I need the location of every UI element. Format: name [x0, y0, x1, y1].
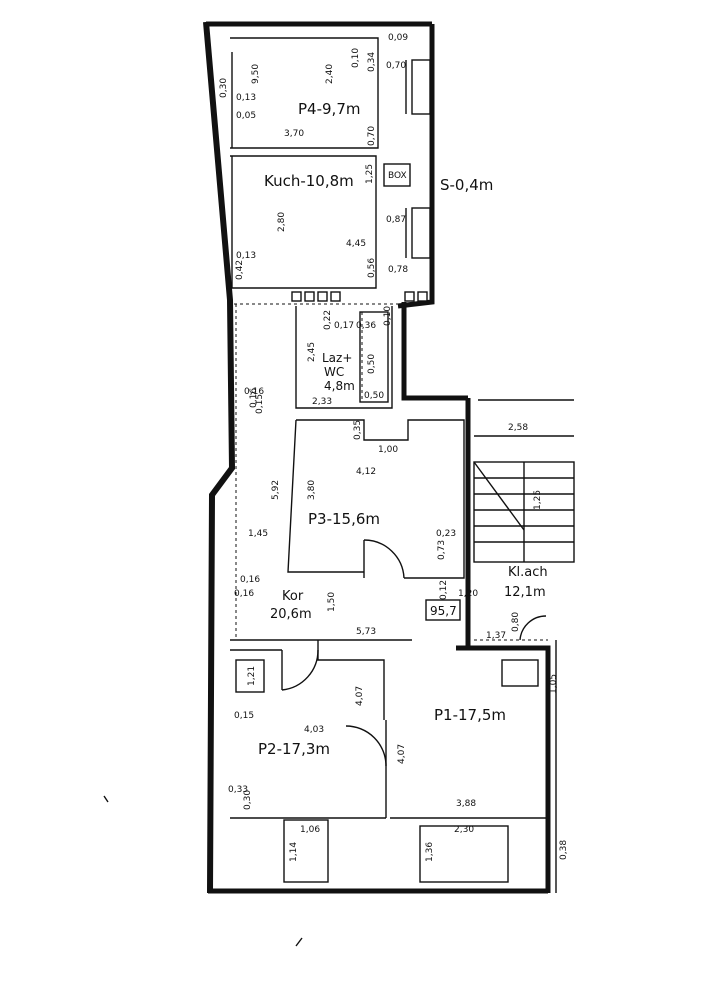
dim-label: 0,30 [219, 78, 229, 98]
dim-label: 1,25 [365, 164, 375, 184]
dim-label: 0,87 [386, 215, 406, 225]
room-kuch-label: Kuch-10,8m [264, 172, 354, 190]
dim-label: 1,00 [378, 445, 398, 455]
dim-label: 1,50 [327, 592, 337, 612]
room-klach-label-1: Kl.ach [508, 565, 548, 580]
dim-label: 0,09 [388, 33, 408, 43]
room-s-label: S-0,4m [440, 176, 493, 194]
dimension-labels: 0,09 0,13 0,70 0,05 3,70 BOX 4,45 0,87 0… [228, 33, 528, 835]
dim-label: 0,38 [559, 840, 569, 860]
vertical-dimension-labels: 2,40 0,10 0,34 9,50 0,30 0,70 1,25 2,80 … [219, 48, 569, 862]
dim-label: 2,33 [312, 397, 332, 407]
dim-label: 0,16 [244, 387, 264, 397]
dim-label: 0,15 [234, 711, 254, 721]
dim-label: 0,33 [228, 785, 248, 795]
dim-label: 3,80 [307, 480, 317, 500]
room-klach-label-2: 12,1m [504, 585, 546, 600]
dim-label: 2,45 [307, 342, 317, 362]
dim-label: 0,10 [383, 306, 393, 326]
room-kor-label-2: 20,6m [270, 607, 312, 622]
dim-label: 4,07 [355, 686, 365, 706]
chimney-row [291, 291, 428, 302]
dim-label: 1,36 [425, 842, 435, 862]
dim-label: 0,35 [353, 420, 363, 440]
scan-marks [103, 795, 303, 947]
dim-label: 0,13 [236, 251, 256, 261]
dim-label: 0,05 [236, 111, 256, 121]
dim-label: 0,50 [367, 354, 377, 374]
inner-walls [230, 37, 575, 893]
dim-label: 0,78 [388, 265, 408, 275]
dim-label: 0,42 [235, 260, 245, 280]
room-laz-label-1: Laz+ [322, 351, 352, 365]
dim-label: 1,45 [248, 529, 268, 539]
dim-label: 4,07 [397, 744, 407, 764]
staircase [473, 399, 575, 563]
room-labels: P4-9,7m Kuch-10,8m S-0,4m Laz+ WC 4,8m P… [258, 100, 548, 758]
room-p1-label: P1-17,5m [434, 706, 506, 724]
dim-label: BOX [388, 171, 407, 181]
dim-label: 3,70 [284, 129, 304, 139]
room-p4-label: P4-9,7m [298, 100, 360, 118]
dim-label: 1,20 [458, 589, 478, 599]
dim-label: 0,73 [437, 540, 447, 560]
dim-label: 1,14 [289, 842, 299, 862]
dim-label: 0,56 [367, 258, 377, 278]
room-laz-label-2: WC [324, 365, 344, 379]
dim-label: 1,25 [533, 490, 543, 510]
room-p2-label: P2-17,3m [258, 740, 330, 758]
dim-label: 1,05 [549, 674, 559, 694]
dim-label: 0,30 [243, 790, 253, 810]
dim-label: 4,45 [346, 239, 366, 249]
dim-label: 0,15 [255, 394, 265, 414]
room-kor-label-1: Kor [282, 589, 304, 604]
dim-label: 0,50 [364, 391, 384, 401]
dim-label: 1,37 [486, 631, 506, 641]
dim-label: 9,50 [251, 64, 261, 84]
dim-label: 1,21 [247, 666, 257, 686]
room-p3-label: P3-15,6m [308, 510, 380, 528]
room-laz-label-3: 4,8m [324, 379, 355, 393]
dim-label: 0,10 [351, 48, 361, 68]
dim-label: 0,16 [249, 388, 259, 408]
dim-label: 2,58 [508, 423, 528, 433]
dim-label: 0,70 [386, 61, 406, 71]
dim-label: 0,70 [367, 126, 377, 146]
dim-label: 2,40 [325, 64, 335, 84]
dim-label: 0,17 [334, 321, 354, 331]
dim-label: 0,22 [323, 310, 333, 330]
dim-label: 0,16 [240, 575, 260, 585]
dim-label: 4,12 [356, 467, 376, 477]
dim-label: 0,34 [367, 52, 377, 72]
dim-label: 0,36 [356, 321, 376, 331]
dim-label: 0,16 [234, 589, 254, 599]
dim-label: 2,80 [277, 212, 287, 232]
dim-label: 0,80 [511, 612, 521, 632]
total-area-label: 95,7 [430, 604, 457, 618]
dim-label: 4,03 [304, 725, 324, 735]
dim-label: 2,30 [454, 825, 474, 835]
dim-label: 5,73 [356, 627, 376, 637]
dim-label: 0,23 [436, 529, 456, 539]
dim-label: 1,06 [300, 825, 320, 835]
dim-label: 0,12 [439, 580, 449, 600]
dim-label: 0,13 [236, 93, 256, 103]
dim-label: 5,92 [271, 480, 281, 500]
outer-walls [203, 21, 551, 894]
dim-label: 3,88 [456, 799, 476, 809]
